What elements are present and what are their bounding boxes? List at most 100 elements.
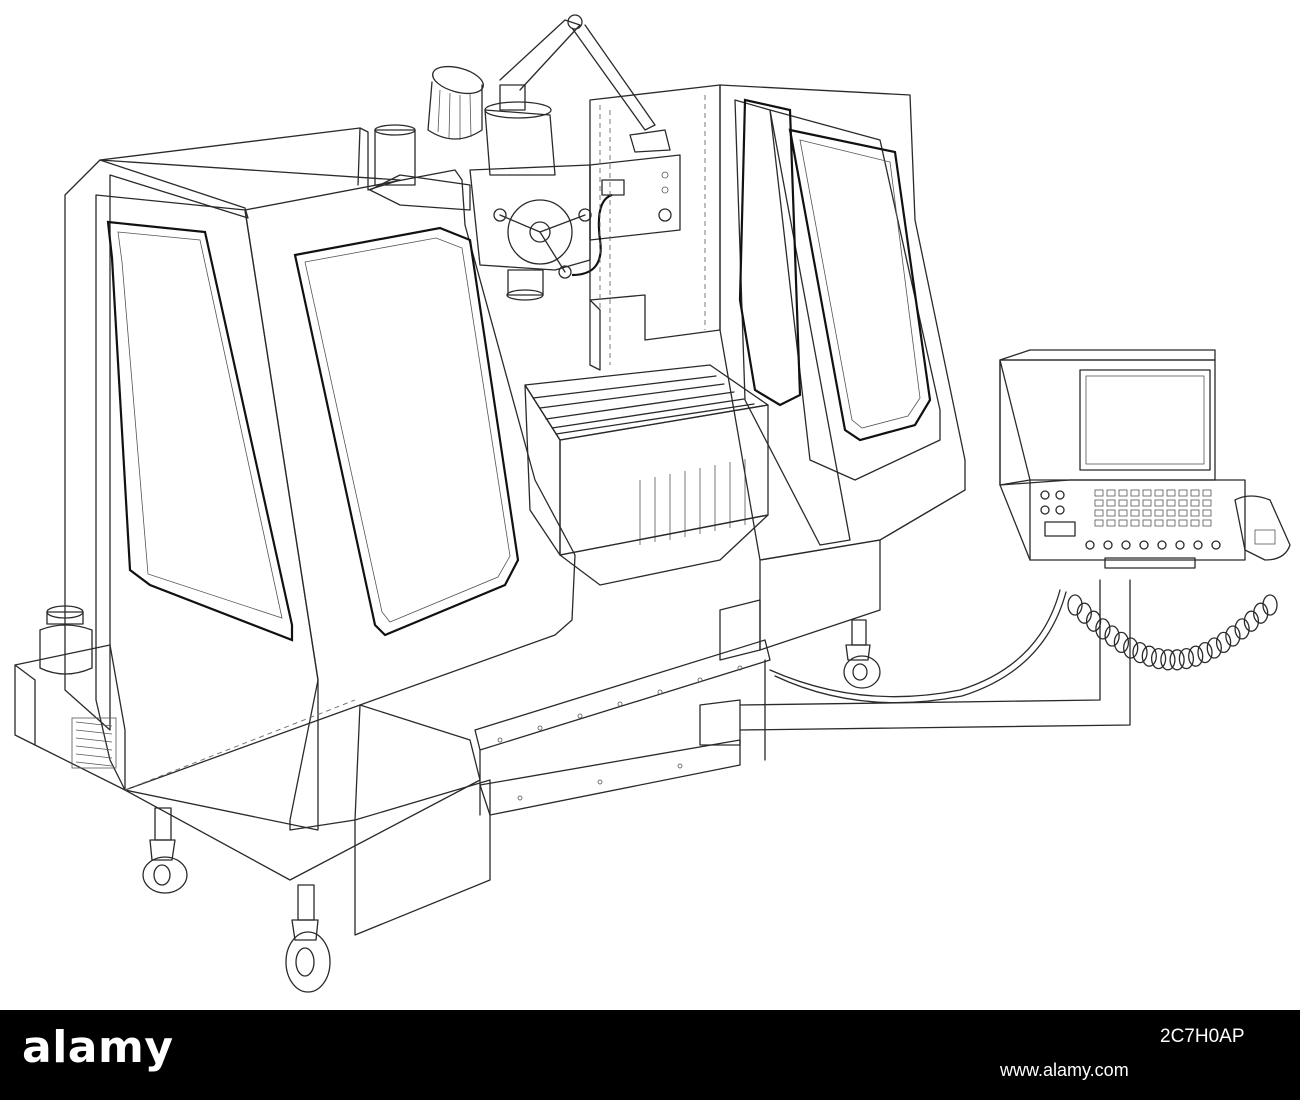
keypad-key (1130, 499, 1140, 507)
front-rail (474, 639, 771, 751)
keypad-key (1142, 509, 1152, 517)
coil-loop (1150, 647, 1167, 670)
coil-loop (1206, 637, 1222, 659)
keypad-key (1094, 489, 1104, 497)
keypad-key (1166, 499, 1176, 507)
keypad-key (1142, 499, 1152, 507)
coil-loop (1104, 625, 1120, 647)
console-handle (1104, 557, 1196, 569)
keypad-key (1190, 519, 1200, 527)
keypad-key (1190, 489, 1200, 497)
console-front (999, 359, 1216, 486)
keypad-key (1166, 509, 1176, 517)
keypad-key (1118, 499, 1128, 507)
machine-cabinet (14, 127, 771, 936)
keypad-key (1178, 499, 1188, 507)
keypad-key (1106, 519, 1116, 527)
console-top (999, 349, 1216, 361)
keypad-key (1118, 509, 1128, 517)
keypad-key (1094, 499, 1104, 507)
coil-loop (1113, 631, 1130, 654)
front-door-window (293, 226, 520, 637)
console-knobs (1040, 490, 1221, 550)
control-cables (739, 579, 1131, 731)
keypad-key (1166, 489, 1176, 497)
caster-front-left (142, 807, 188, 894)
back-column (589, 84, 721, 371)
watermark-bar: alamy 2C7H0AP www.alamy.com (0, 1010, 1300, 1100)
coil-loop (1132, 641, 1148, 664)
spindle-head (369, 14, 681, 301)
coil-loop (1141, 645, 1157, 667)
coil-loop (1123, 637, 1139, 659)
keypad-key (1130, 489, 1140, 497)
head-body (469, 164, 591, 271)
right-door-panel (769, 109, 941, 481)
coiled-cable (1067, 594, 1278, 671)
handwheel (493, 199, 592, 279)
top-back-panel (99, 127, 401, 191)
keypad-key (1154, 509, 1164, 517)
keypad-key (1154, 489, 1164, 497)
front-door-frame (244, 169, 576, 831)
coil-loop (1169, 649, 1185, 671)
coil-loop (1160, 649, 1176, 671)
coil-loop (1253, 602, 1269, 624)
coil-loop (1067, 594, 1083, 616)
coil-loop (1197, 641, 1213, 664)
coil-loop (1188, 645, 1204, 667)
coil-loop (1225, 625, 1241, 647)
handwheel-pendant (1234, 495, 1291, 561)
keypad-key (1202, 519, 1212, 527)
keypad-key (1154, 499, 1164, 507)
keypad-key (1094, 509, 1104, 517)
caster-back-right (843, 619, 881, 689)
keypad-key (1178, 489, 1188, 497)
coil-loop (1076, 602, 1092, 624)
site-url: www.alamy.com (1000, 1060, 1129, 1080)
keypad-key (1178, 519, 1188, 527)
keypad-key (1106, 499, 1116, 507)
right-door-window (788, 128, 932, 442)
keypad-key (1094, 519, 1104, 527)
left-door-frame (95, 194, 319, 831)
coil-loop (1262, 594, 1278, 616)
keypad-key (1142, 489, 1152, 497)
keypad-key (1106, 509, 1116, 517)
coolant-bottle (39, 605, 93, 675)
console-screen (1079, 369, 1211, 471)
keypad-key (1106, 489, 1116, 497)
keypad-key (1130, 519, 1140, 527)
keypad-key (1154, 519, 1164, 527)
keypad-key (1130, 509, 1140, 517)
keypad-key (1190, 509, 1200, 517)
image-id: 2C7H0AP (1160, 1026, 1245, 1047)
coil-loop (1234, 618, 1250, 640)
control-console (999, 349, 1291, 671)
articulated-arm (499, 19, 581, 91)
coil-loop (1178, 647, 1195, 670)
keypad-key (1202, 489, 1212, 497)
keypad-key (1166, 519, 1176, 527)
alamy-logo: alamy (22, 1022, 174, 1073)
knurled-knob (427, 65, 484, 140)
coil-loop (1243, 610, 1260, 632)
keypad-key (1178, 509, 1188, 517)
keypad-key (1142, 519, 1152, 527)
work-table (524, 364, 769, 586)
coil-loop (1095, 618, 1111, 640)
coil-loop (1085, 610, 1102, 632)
keypad-key (1190, 499, 1200, 507)
left-door-window (106, 220, 294, 642)
keypad-key (1118, 519, 1128, 527)
rail-bolts (497, 665, 743, 801)
right-door (719, 84, 966, 661)
left-side-panel (64, 159, 249, 731)
cnc-milling-machine-drawing (14, 14, 1291, 993)
vent-grille (71, 717, 117, 769)
console-keypad (1094, 489, 1212, 527)
head-control-box (589, 154, 681, 241)
coil-loop (1215, 631, 1232, 654)
keypad-key (1118, 489, 1128, 497)
keypad-key (1202, 499, 1212, 507)
